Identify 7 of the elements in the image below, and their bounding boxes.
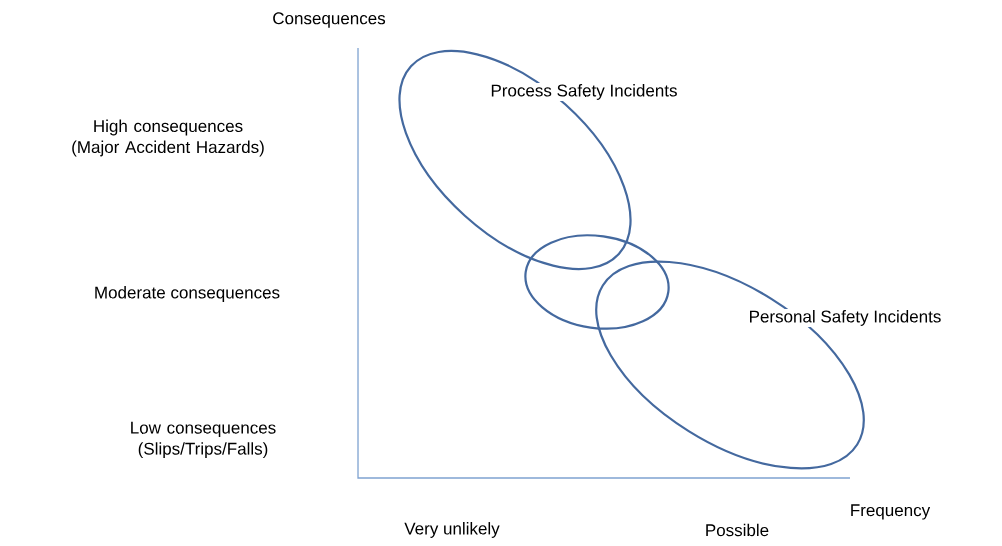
axis-label: Frequency (851, 504, 931, 520)
axis-label: Possible (706, 523, 769, 537)
axis-label: Moderate consequences (95, 286, 280, 302)
axis-label: Very unlikely (404, 522, 500, 538)
axis-label: High consequences (Major Accident Hazards) (72, 119, 264, 157)
axis-label: Low consequences (Slips/Trips/Falls) (131, 421, 276, 459)
axis-label: Consequences (273, 12, 386, 28)
